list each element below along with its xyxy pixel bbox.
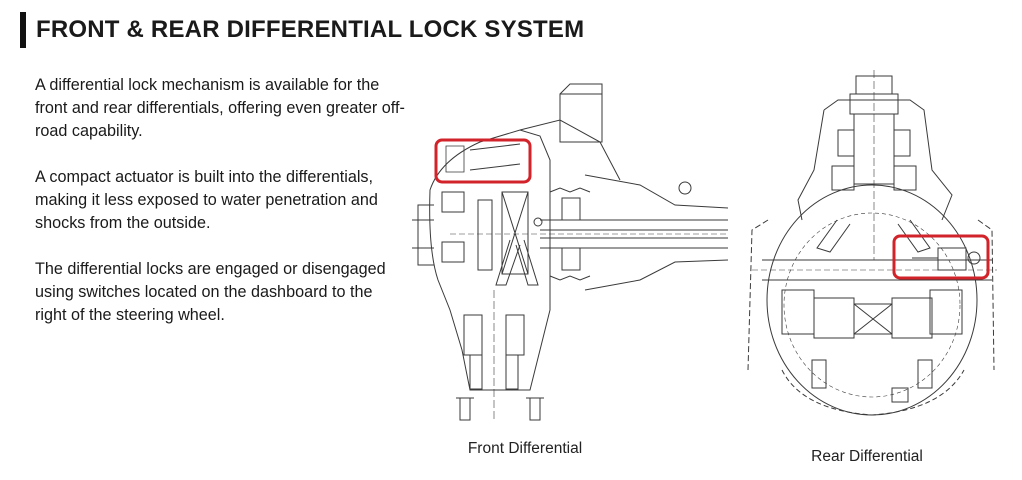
title-accent-bar <box>20 12 26 48</box>
rear-differential-diagram <box>742 70 1002 420</box>
front-differential-caption: Front Differential <box>467 440 583 457</box>
front-differential-diagram <box>410 80 732 432</box>
rear-differential-caption: Rear Differential <box>811 448 923 465</box>
paragraph-3: The differential locks are engaged or di… <box>35 260 386 324</box>
page-title: FRONT & REAR DIFFERENTIAL LOCK SYSTEM <box>36 16 585 43</box>
description-text: A differential lock mechanism is availab… <box>35 74 407 350</box>
paragraph-1: A differential lock mechanism is availab… <box>35 76 405 140</box>
paragraph-2: A compact actuator is built into the dif… <box>35 168 378 232</box>
